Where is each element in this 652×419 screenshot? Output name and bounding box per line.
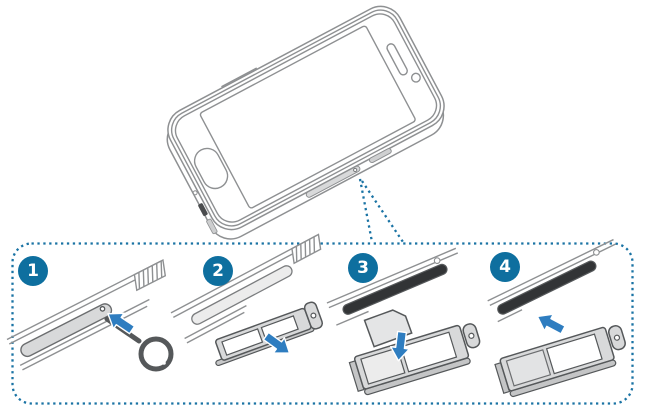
step-3-badge: 3: [348, 253, 378, 283]
edge-screw: [593, 249, 600, 256]
step-1-badge: 1: [18, 256, 48, 286]
antenna-line-texture: [291, 233, 322, 265]
tray-pinhole: [99, 305, 106, 312]
phone-screen: [199, 25, 416, 209]
usb-port: [198, 203, 208, 216]
callout-dotted-lines: [358, 178, 404, 243]
phone-illustration: [166, 5, 445, 240]
sim-tray-with-card: [494, 325, 626, 398]
volume-key: [221, 67, 258, 88]
phone-glass-line: [174, 13, 438, 223]
ejection-pin-icon: [104, 316, 174, 372]
tray-handle-hole: [613, 334, 621, 341]
tray-handle-hole: [468, 332, 475, 339]
tray-slot-opening: [191, 265, 293, 325]
sim-tray-closed: [20, 303, 113, 358]
step3-phone-edge: [326, 247, 459, 326]
sim-tray-pulled-out: [215, 301, 324, 367]
sim-tray-out: [348, 323, 481, 396]
sim-seat: [360, 347, 406, 385]
antenna-line-texture: [133, 259, 167, 292]
sim-card-icon: [363, 309, 413, 348]
steps-panel-border: [11, 242, 634, 405]
front-camera: [410, 72, 421, 83]
bottom-speaker: [206, 218, 218, 235]
earpiece-speaker: [386, 43, 408, 76]
step4-illustration: [487, 238, 626, 398]
edge-screw: [433, 257, 441, 264]
sim-card-in-tray: [505, 349, 552, 387]
step2-phone-edge: [170, 233, 322, 344]
step2-illustration: [170, 233, 324, 367]
open-slot-dark: [342, 263, 448, 315]
sim-tray-slot: [305, 165, 361, 198]
step4-phone-edge: [487, 238, 617, 323]
tray-pinhole: [353, 167, 358, 173]
step-2-badge: 2: [203, 256, 233, 286]
headphone-jack: [192, 190, 198, 196]
power-key: [368, 148, 392, 164]
step-4-badge: 4: [490, 252, 520, 282]
tray-handle-hole: [310, 312, 317, 319]
phone-frame-line: [170, 9, 442, 227]
step1-phone-edge: [6, 259, 167, 371]
open-slot-dark: [497, 260, 597, 315]
step3-illustration: [326, 247, 481, 396]
step1-illustration: [6, 259, 174, 372]
arrow-up-left-icon: [532, 307, 569, 339]
home-button: [193, 147, 229, 190]
